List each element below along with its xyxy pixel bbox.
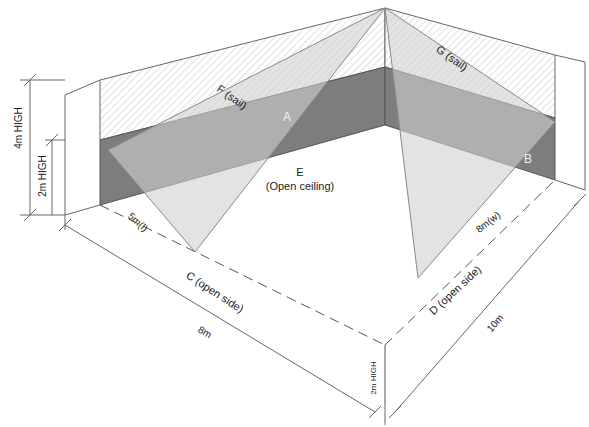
area-label: (Open ceiling): [266, 180, 334, 192]
dimension-label: 10m: [484, 312, 505, 334]
side-label: D (open side): [427, 263, 484, 317]
area-letter: E: [296, 166, 303, 178]
side-label: C (open side): [184, 269, 246, 315]
dimension-label: 4m HIGH: [13, 107, 24, 149]
height-dimensions: [20, 74, 65, 221]
plan-dimensions: [59, 194, 586, 425]
dimension-label: 5m(l): [126, 210, 150, 233]
dimension-label: 2m HIGH: [370, 361, 379, 394]
front-post: [385, 345, 386, 405]
dimension-label: 2m HIGH: [37, 155, 48, 197]
dimension-label: 8m(w): [474, 209, 503, 235]
wall-letter: B: [524, 153, 532, 166]
dimension-label: 8m: [196, 324, 214, 341]
wall-edge: [555, 55, 585, 190]
sail-g: [385, 8, 555, 278]
wall-edge: [65, 80, 100, 95]
open-side-d: [385, 180, 555, 345]
sail-f: [108, 8, 385, 252]
open-side-c: [100, 205, 385, 345]
wall-edge: [65, 95, 100, 215]
wall-letter: A: [283, 111, 291, 124]
